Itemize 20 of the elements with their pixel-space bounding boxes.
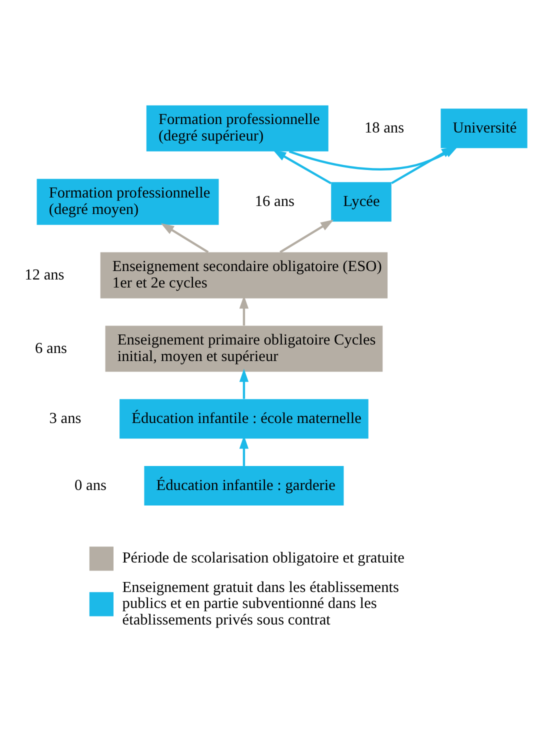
- arrow: [160, 222, 209, 253]
- node-label: 6 ans: [35, 339, 68, 356]
- arrow: [272, 149, 332, 184]
- node-label: 0 ans: [74, 476, 106, 494]
- node-label: 12 ans: [24, 266, 64, 283]
- node-label: 16 ans: [254, 192, 294, 210]
- node-box: Éducation infantile : garderie: [144, 466, 344, 505]
- node-box: Éducation infantile : école maternelle: [120, 398, 368, 438]
- arrow: [280, 219, 334, 253]
- node-label: 3 ans: [49, 409, 82, 426]
- legend-label: Enseignement gratuit dans les établissements publics et en partie subventionné dans les établissements privés sous contrat: [122, 578, 399, 628]
- node-box: Enseignement secondaire obligatoire (ESO) 1er et 2e cycles: [100, 252, 388, 298]
- arrow: [239, 368, 249, 398]
- node-box: Formation professionnelle (degré moyen): [36, 178, 219, 224]
- node-label: 18 ans: [364, 118, 404, 136]
- node-box: Formation professionnelle (degré supérieur): [146, 104, 328, 151]
- node-box: Enseignement primaire obligatoire Cycles initial, moyen et supérieur: [105, 325, 383, 372]
- node-box: Lycée: [331, 182, 392, 222]
- node-box: Université: [440, 108, 528, 148]
- legend-label: Période de scolarisation obligatoire et gratuite: [122, 549, 404, 566]
